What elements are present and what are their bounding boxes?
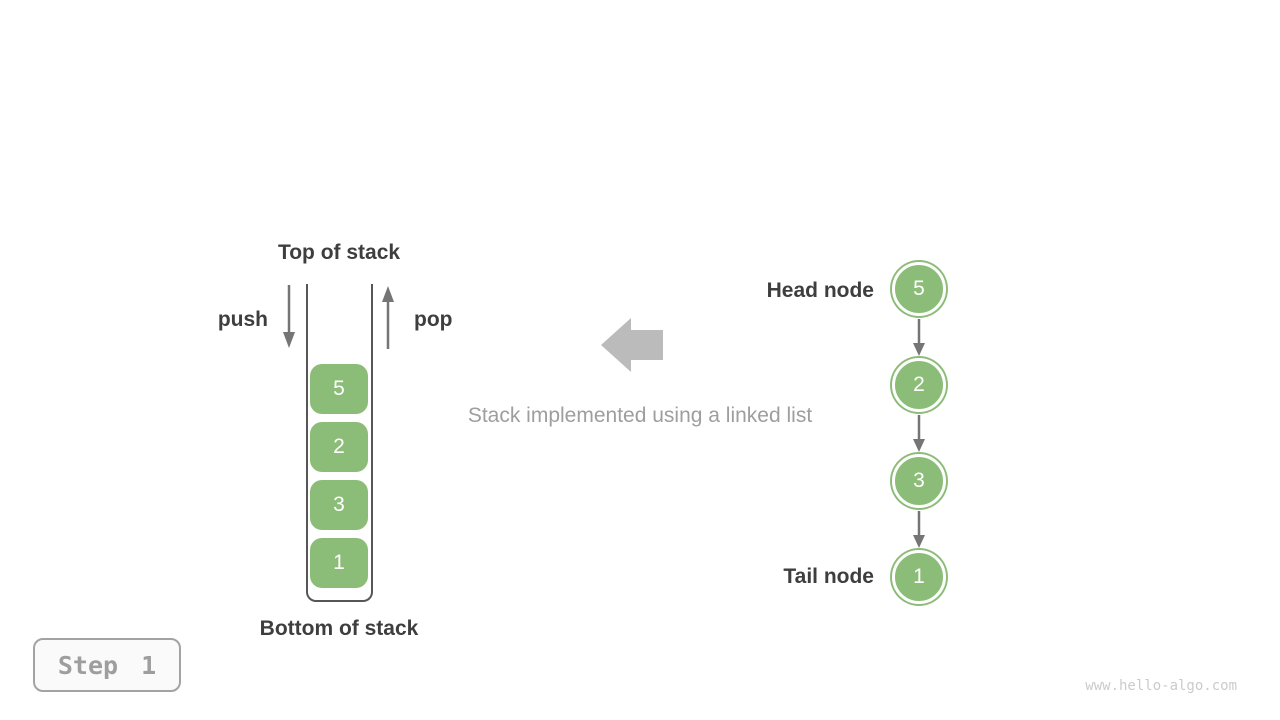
stack-item: 5 — [310, 364, 368, 414]
head-node-label: Head node — [766, 279, 874, 302]
stack-item: 1 — [310, 538, 368, 588]
tail-node-label: Tail node — [783, 565, 874, 588]
watermark-text: www.hello-algo.com — [1085, 678, 1237, 694]
stack-container — [306, 284, 373, 602]
step-badge-label: Step 1 — [57, 650, 157, 680]
list-node: 2 — [892, 358, 946, 412]
push-label: push — [217, 308, 268, 331]
bottom-of-stack-label: Bottom of stack — [259, 617, 419, 640]
top-of-stack-label: Top of stack — [277, 241, 401, 264]
link-arrow-icon — [913, 511, 925, 548]
pop-up-arrow-icon — [382, 286, 394, 349]
step-badge: Step 1 — [33, 638, 181, 692]
push-down-arrow-icon — [283, 285, 295, 348]
list-node: 5 — [892, 262, 946, 316]
list-node: 3 — [892, 454, 946, 508]
stack-item: 2 — [310, 422, 368, 472]
caption-text: Stack implemented using a linked list — [467, 404, 813, 427]
stack-item: 3 — [310, 480, 368, 530]
link-arrow-icon — [913, 415, 925, 452]
left-block-arrow-icon — [601, 318, 663, 372]
list-node: 1 — [892, 550, 946, 604]
link-arrow-icon — [913, 319, 925, 356]
pop-label: pop — [414, 308, 453, 331]
